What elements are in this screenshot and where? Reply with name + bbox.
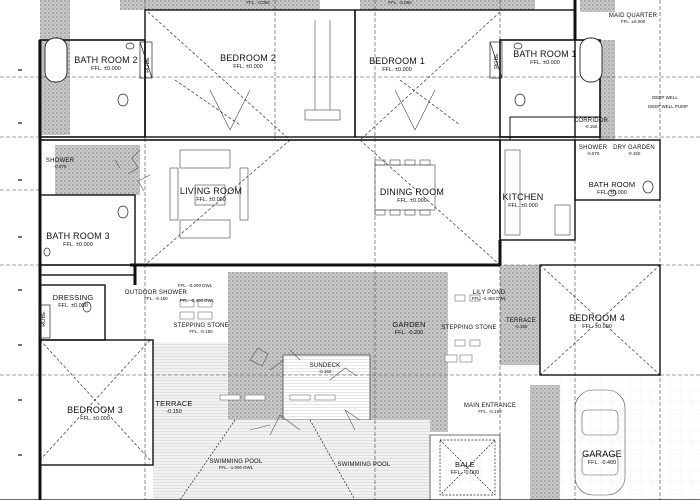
label-dry-garden: DRY GARDEN-0.150 xyxy=(613,145,655,156)
pool xyxy=(180,420,430,500)
right-planter-top xyxy=(580,0,615,12)
left-planter xyxy=(40,0,70,40)
garage-gravel xyxy=(530,385,560,500)
top-planter-left xyxy=(120,0,320,10)
bathtub-1 xyxy=(579,37,603,83)
right-gravel xyxy=(500,265,540,365)
note-top-ffl-left: FFL. -0.050 xyxy=(246,0,270,5)
label-stepping-stone-right: STEPPING STONE xyxy=(441,325,497,331)
robe-label-right: ROBE xyxy=(493,53,500,69)
robe-label-left: ROBE xyxy=(144,57,151,73)
note-deep-well-pump: DEEP WELL PUMP xyxy=(648,104,688,109)
right-planter xyxy=(600,40,615,140)
sundeck-area xyxy=(282,354,371,421)
label-shower-top: SHOWER-0.070 xyxy=(578,145,608,156)
note-top-ffl-right: FFL. -0.050 xyxy=(388,0,412,5)
garage-apron xyxy=(560,375,700,500)
bale-area xyxy=(429,434,501,500)
note-deep-well: DEEP WELL xyxy=(652,95,678,100)
bathtub-2 xyxy=(44,37,68,83)
note-outdoor-dwl: FFL. -0.200 DWL xyxy=(177,283,213,288)
label-terrace-right: TERRACE-0.150 xyxy=(505,318,537,329)
robe-label-dressing: ROBE xyxy=(40,311,47,327)
label-sundeck: SUNDECK-0.150 xyxy=(309,363,341,374)
label-shower-left: SHOWER-0.070 xyxy=(45,158,75,169)
note-outdoor-dwl-2: FFL. -0.400 DWL xyxy=(179,298,215,303)
label-corridor: CORRIDOR-0.150 xyxy=(573,118,609,129)
top-planter-right xyxy=(360,0,535,10)
label-swimming-pool-right: SWIMMING POOL xyxy=(337,462,391,468)
label-terrace-left: TERRACE-0.150 xyxy=(155,399,193,415)
shower-garden xyxy=(55,145,140,195)
